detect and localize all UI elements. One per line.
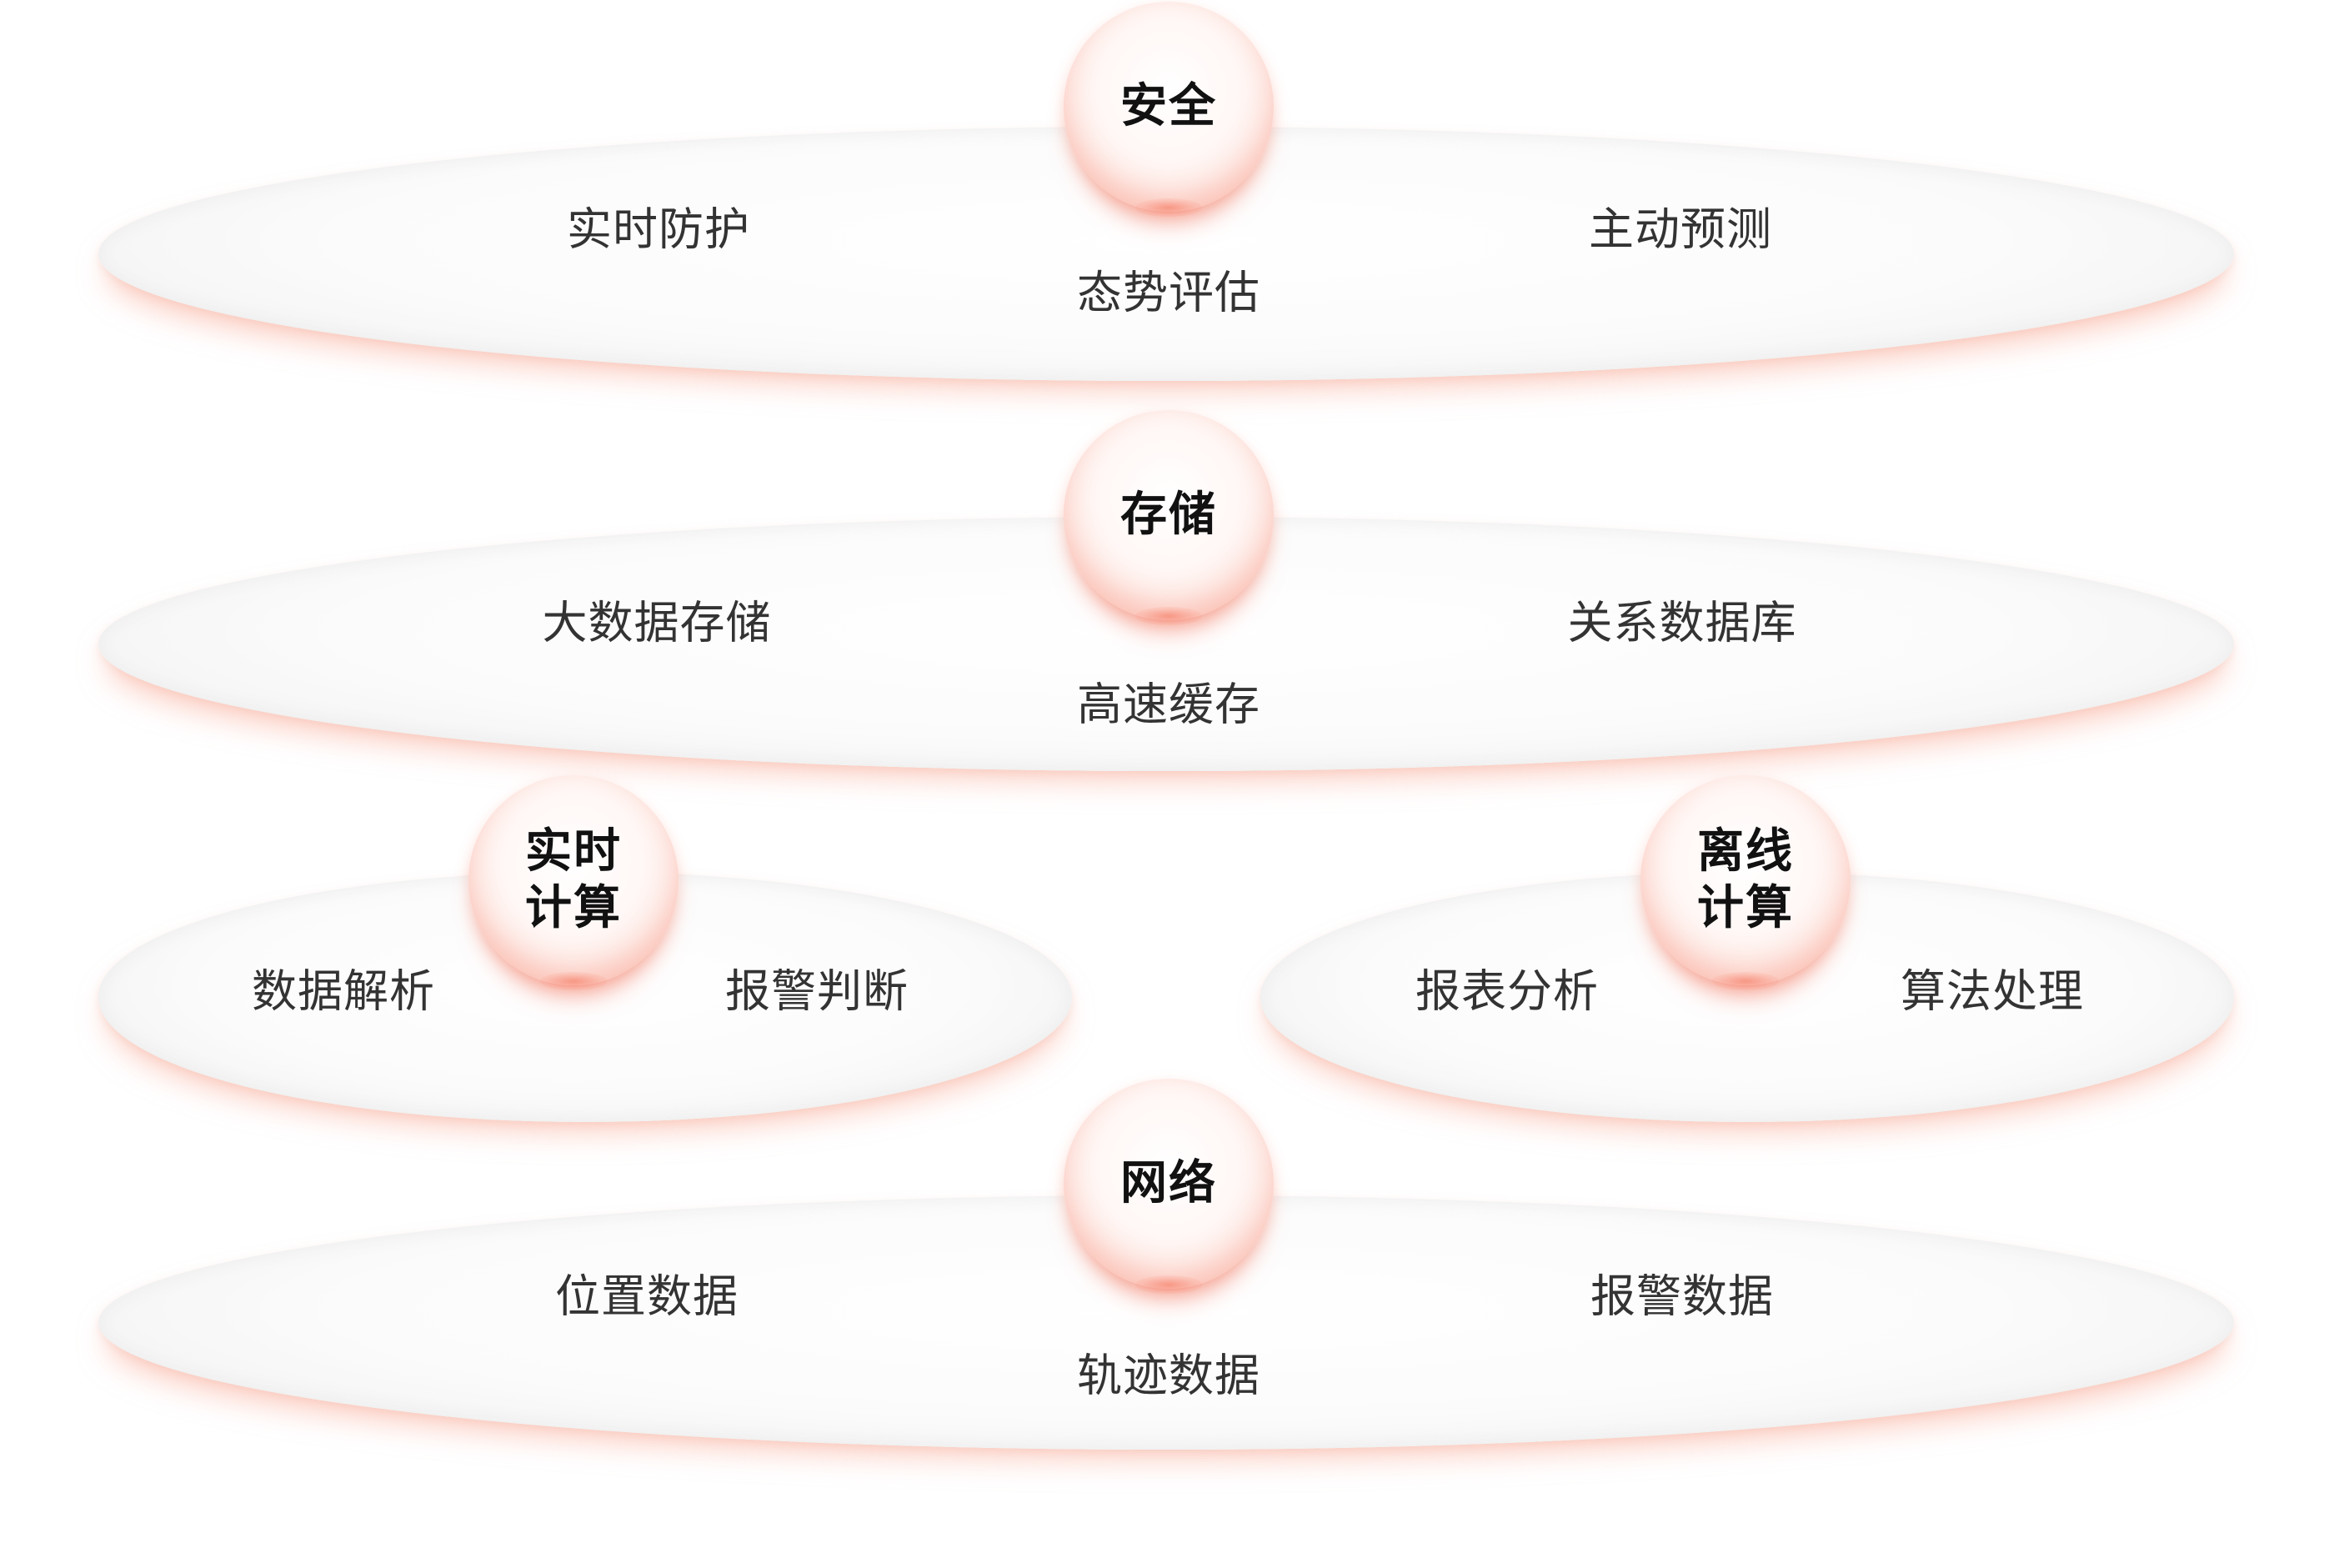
offline-title: 离线 计算 <box>1697 824 1794 935</box>
security-item: 主动预测 <box>1589 203 1772 256</box>
storage-sphere: 存储 <box>1064 410 1274 625</box>
network-item: 轨迹数据 <box>1077 1349 1260 1402</box>
network-title: 网络 <box>1120 1156 1217 1210</box>
realtime-title: 实时 计算 <box>525 824 622 935</box>
security-sphere: 安全 <box>1064 2 1274 217</box>
realtime-sphere: 实时 计算 <box>468 775 679 990</box>
security-item: 态势评估 <box>1077 266 1260 319</box>
security-title: 安全 <box>1120 79 1217 133</box>
storage-item: 高速缓存 <box>1077 678 1260 731</box>
network-item: 位置数据 <box>555 1270 739 1323</box>
network-item: 报警数据 <box>1590 1270 1774 1323</box>
offline-sphere: 离线 计算 <box>1640 775 1851 990</box>
network-sphere: 网络 <box>1064 1079 1274 1294</box>
storage-item: 大数据存储 <box>542 596 772 649</box>
security-item: 实时防护 <box>567 203 750 256</box>
realtime-item: 报警判断 <box>725 964 909 1018</box>
storage-item: 关系数据库 <box>1567 596 1797 649</box>
offline-item: 报表分析 <box>1415 964 1599 1018</box>
offline-item: 算法处理 <box>1901 964 2084 1018</box>
storage-title: 存储 <box>1120 488 1217 542</box>
realtime-item: 数据解析 <box>252 964 435 1018</box>
